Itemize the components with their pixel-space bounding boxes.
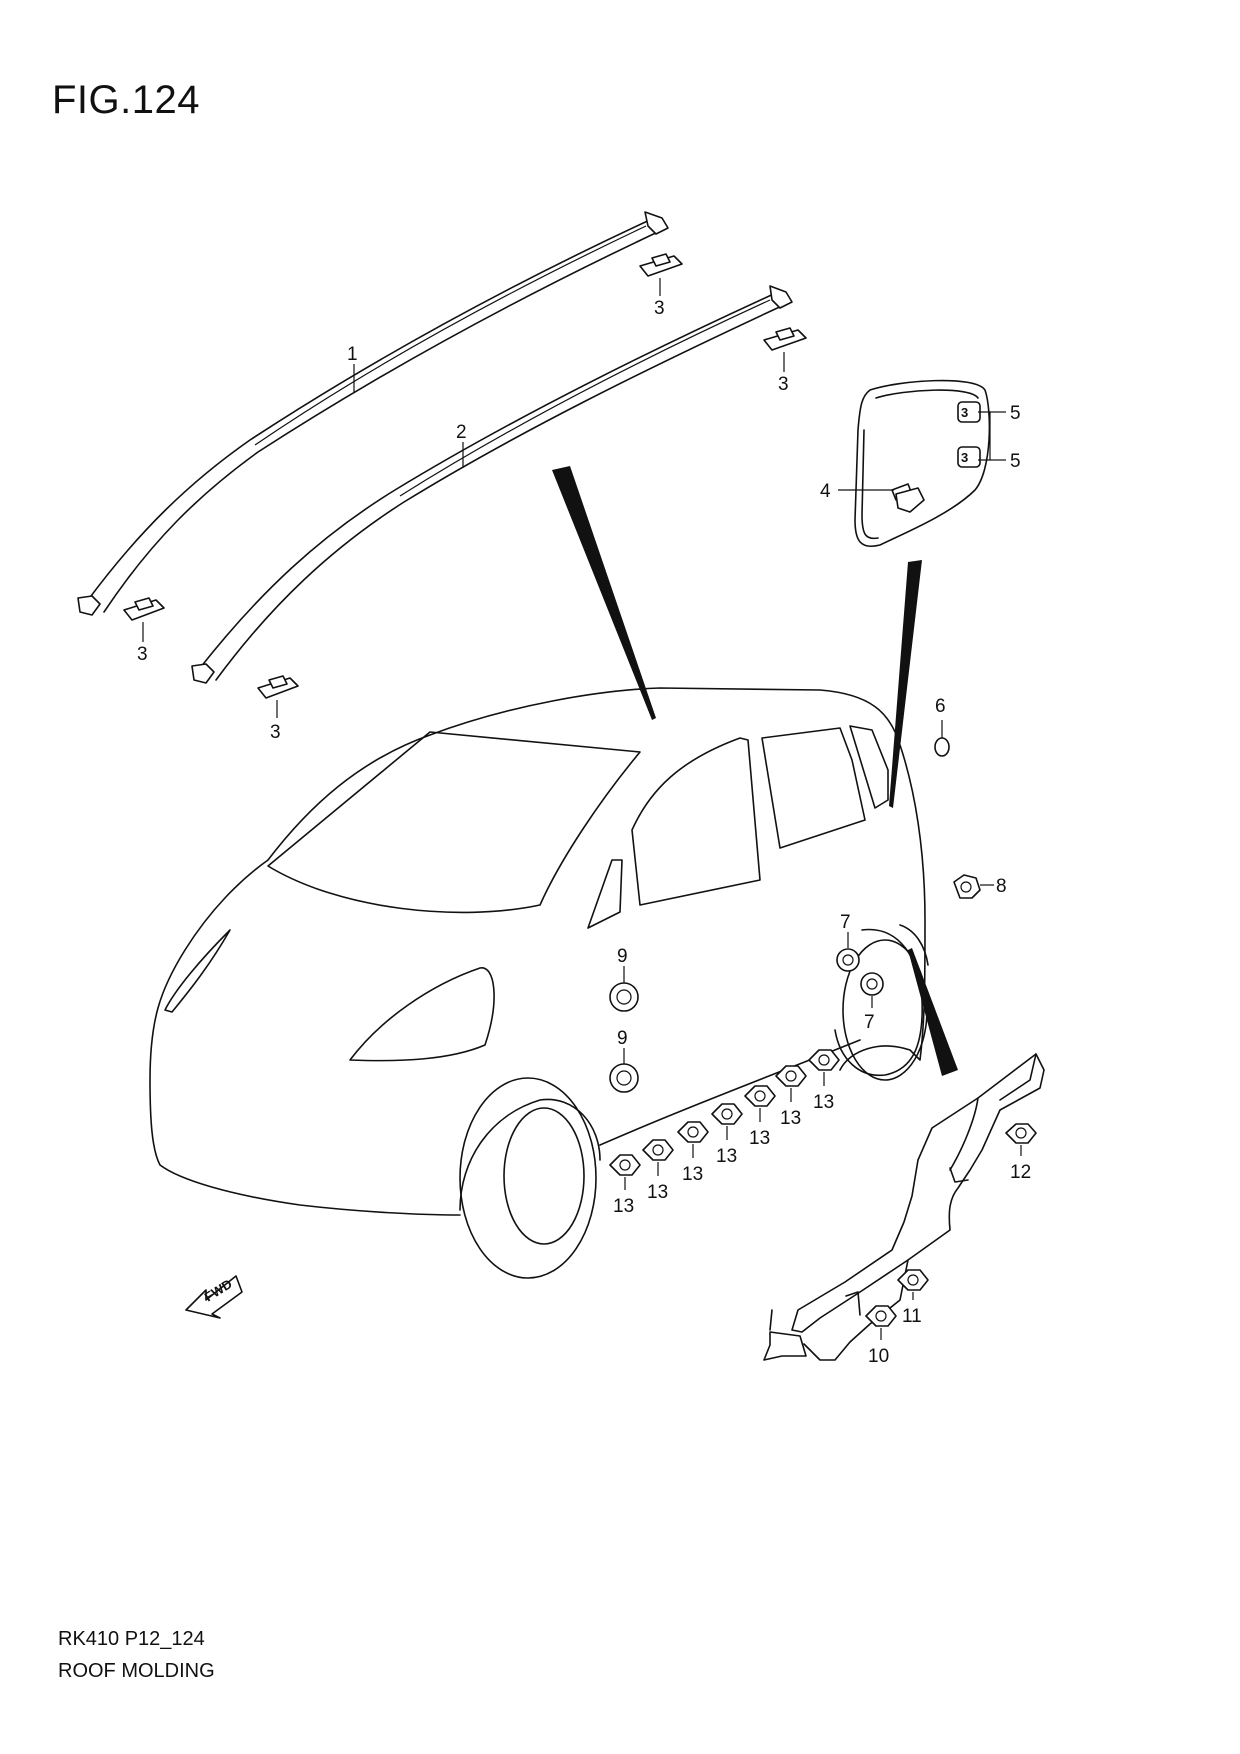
figure-name: ROOF MOLDING — [58, 1660, 215, 1682]
nut-8[interactable] — [953, 874, 994, 899]
callout-2: 2 — [456, 422, 467, 443]
grommet-7-lower[interactable] — [860, 972, 884, 1008]
clip-13-e[interactable] — [744, 1085, 776, 1122]
clip-5-upper[interactable]: 3 — [957, 401, 981, 423]
figure-code: RK410 P12_124 — [58, 1628, 205, 1650]
roof-end-cover[interactable] — [854, 379, 991, 547]
clip-9-upper[interactable] — [609, 966, 639, 1012]
clip-3-mid-right[interactable] — [763, 327, 807, 372]
callout-13: 13 — [613, 1196, 634, 1217]
figure-title: FIG.124 — [52, 78, 201, 122]
callout-8: 8 — [996, 876, 1007, 897]
nut-10[interactable] — [865, 1305, 897, 1340]
mudguard-bracket[interactable] — [763, 1053, 1045, 1361]
clip-5-lower[interactable]: 3 — [957, 446, 981, 468]
svg-text:3: 3 — [961, 405, 968, 420]
roof-molding-1[interactable] — [77, 211, 669, 616]
callout-10: 10 — [868, 1346, 889, 1367]
pointer-roof — [552, 466, 656, 720]
callout-3: 3 — [778, 374, 789, 395]
callout-13: 13 — [647, 1182, 668, 1203]
callout-9: 9 — [617, 1028, 628, 1049]
fwd-direction-arrow: FWD — [185, 1275, 243, 1319]
callout-6: 6 — [935, 696, 946, 717]
clip-4[interactable] — [891, 483, 925, 513]
clip-13-f[interactable] — [775, 1065, 807, 1102]
nut-11[interactable] — [897, 1269, 929, 1300]
clip-3-left[interactable] — [123, 597, 165, 642]
clip-3-top-right[interactable] — [639, 253, 683, 296]
callout-5: 5 — [1010, 403, 1021, 424]
callout-12: 12 — [1010, 1162, 1031, 1183]
callout-4: 4 — [820, 481, 831, 502]
callout-13: 13 — [813, 1092, 834, 1113]
callout-5: 5 — [1010, 451, 1021, 472]
grommet-6[interactable] — [934, 720, 950, 757]
pointer-mudguard — [908, 948, 958, 1076]
car-body-outline — [149, 687, 929, 1279]
callout-13: 13 — [716, 1146, 737, 1167]
clip-13-g[interactable] — [808, 1049, 840, 1086]
svg-text:3: 3 — [961, 450, 968, 465]
callout-13: 13 — [780, 1108, 801, 1129]
nut-12[interactable] — [1005, 1123, 1037, 1156]
callout-7: 7 — [864, 1012, 875, 1033]
callout-1: 1 — [347, 344, 358, 365]
pointer-cover — [889, 560, 922, 808]
callout-13: 13 — [749, 1128, 770, 1149]
clip-13-d[interactable] — [711, 1103, 743, 1140]
callout-11: 11 — [902, 1306, 922, 1327]
clip-13-c[interactable] — [677, 1121, 709, 1158]
callout-3: 3 — [137, 644, 148, 665]
clip-13-a[interactable] — [609, 1154, 641, 1190]
callout-3: 3 — [270, 722, 281, 743]
roof-molding-2[interactable] — [191, 285, 793, 684]
callout-13: 13 — [682, 1164, 703, 1185]
clip-3-lower-left[interactable] — [257, 675, 299, 718]
callout-3: 3 — [654, 298, 665, 319]
grommet-7-upper[interactable] — [836, 932, 860, 972]
clip-13-b[interactable] — [642, 1139, 674, 1176]
clip-9-lower[interactable] — [609, 1048, 639, 1093]
callout-7: 7 — [840, 912, 851, 933]
leader-5 — [978, 411, 991, 461]
callout-9: 9 — [617, 946, 628, 967]
